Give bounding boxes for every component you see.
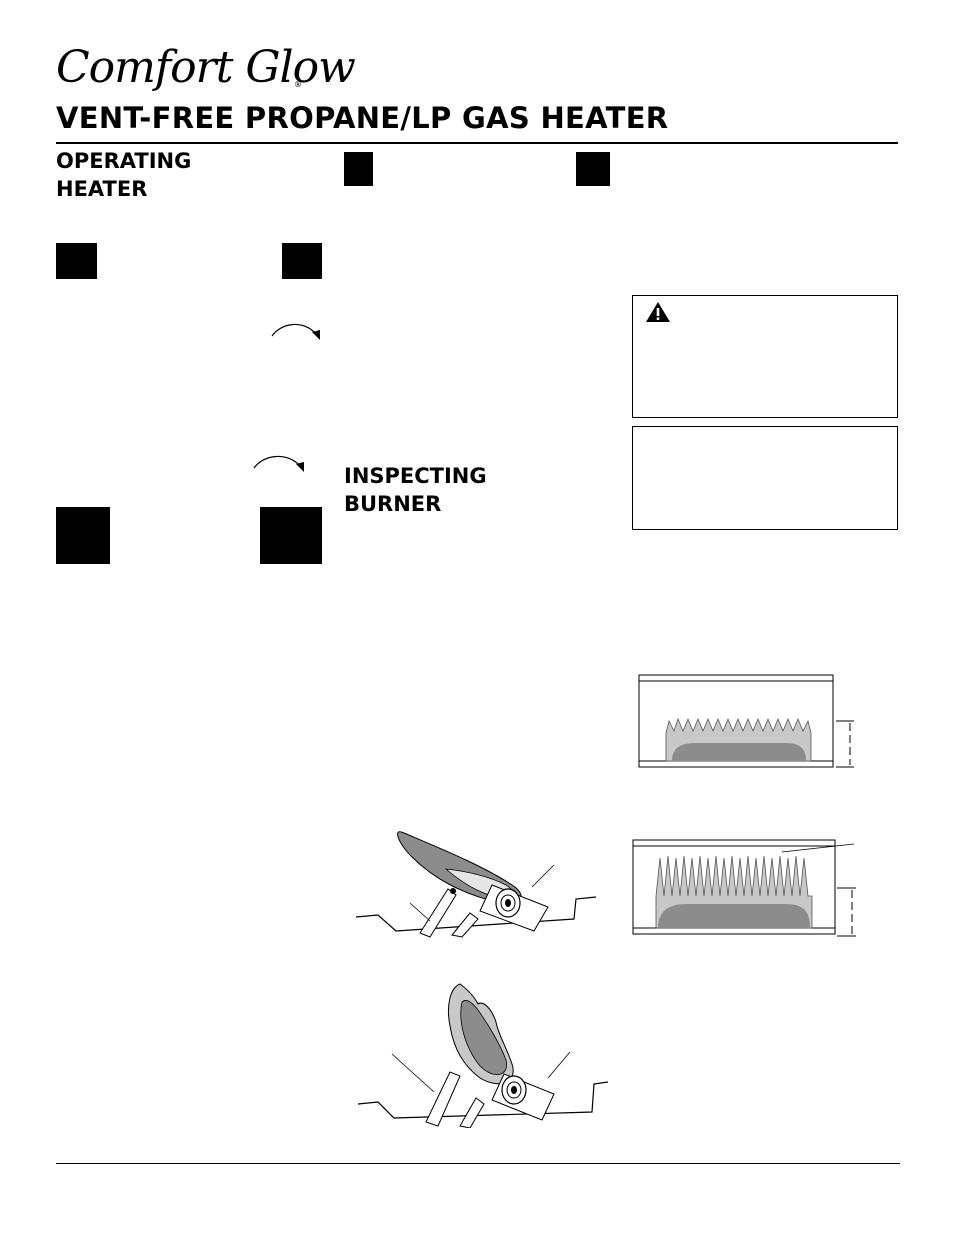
registered-mark: ® (294, 80, 302, 89)
inspecting-burner-heading: INSPECTING BURNER (344, 462, 487, 518)
clockwise-arrow-icon (250, 452, 308, 478)
operating-heading-line2: HEATER (56, 177, 148, 201)
warning-triangle-icon (645, 301, 671, 323)
step-box-3 (56, 243, 97, 279)
pilot-flame-figure-incorrect (354, 980, 610, 1128)
step-box-4 (282, 243, 322, 279)
operating-heading-line1: OPERATING (56, 149, 192, 173)
step-box-5 (56, 507, 110, 564)
notice-box (632, 426, 898, 530)
clockwise-arrow-icon (268, 318, 324, 344)
warning-box (632, 295, 898, 418)
step-box-6 (260, 507, 322, 564)
step-box-2 (576, 152, 610, 186)
burner-flame-figure-normal (636, 673, 866, 771)
burner-flame-figure-yellow-tips (630, 836, 860, 940)
title-rule (56, 142, 898, 144)
operating-heater-heading: OPERATING HEATER (56, 147, 191, 203)
page-title: VENT-FREE PROPANE/LP GAS HEATER (56, 101, 669, 135)
brand-name: Comfort Glow (56, 42, 356, 93)
footer-rule (56, 1163, 900, 1164)
pilot-flame-figure-correct (352, 825, 604, 943)
inspecting-heading-line2: BURNER (344, 492, 442, 516)
step-box-1 (344, 152, 373, 186)
inspecting-heading-line1: INSPECTING (344, 464, 487, 488)
